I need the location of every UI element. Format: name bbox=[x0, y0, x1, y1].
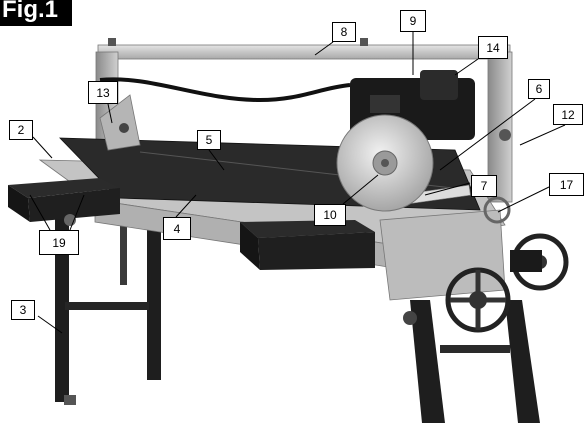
saw-head bbox=[336, 70, 475, 212]
callout-13: 13 bbox=[88, 81, 118, 104]
left-bracket bbox=[99, 94, 141, 151]
saw-base bbox=[38, 137, 506, 301]
callout-8: 8 bbox=[332, 22, 356, 42]
callout-leader-lines bbox=[29, 32, 566, 334]
stand-legs bbox=[55, 200, 540, 423]
callout-12: 12 bbox=[553, 104, 583, 125]
hand-wheels bbox=[64, 129, 569, 333]
callout-10: 10 bbox=[314, 204, 346, 226]
callout-19: 19 bbox=[39, 230, 79, 255]
figure-label: Fig.1 bbox=[0, 0, 73, 26]
callout-14: 14 bbox=[478, 36, 508, 59]
power-cable bbox=[99, 77, 351, 103]
callout-9: 9 bbox=[400, 10, 426, 32]
callout-6: 6 bbox=[528, 79, 550, 99]
callout-4: 4 bbox=[163, 217, 191, 240]
callout-3: 3 bbox=[11, 300, 35, 320]
extension-trays bbox=[8, 178, 375, 270]
callout-5: 5 bbox=[197, 130, 221, 150]
callout-7: 7 bbox=[471, 175, 497, 197]
callout-17: 17 bbox=[549, 173, 584, 196]
callout-2: 2 bbox=[9, 120, 33, 140]
